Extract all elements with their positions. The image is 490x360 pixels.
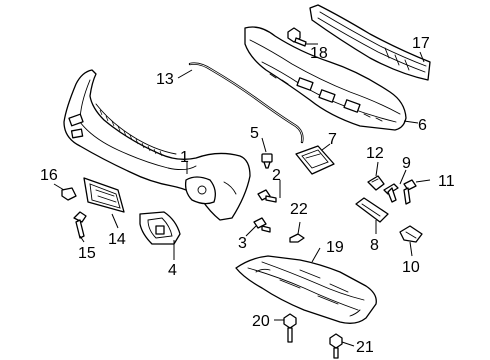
callout-22: 22 (290, 201, 308, 218)
leader-13 (177, 69, 193, 79)
part-10-bracket (399, 225, 423, 243)
callout-18: 18 (310, 45, 328, 62)
callout-11: 11 (438, 173, 455, 190)
callout-16: 16 (40, 167, 58, 184)
callout-21: 21 (356, 339, 374, 356)
leader-22 (297, 221, 301, 235)
callout-12: 12 (366, 145, 384, 162)
part-18-bolt (287, 27, 307, 47)
leader-19 (311, 247, 321, 263)
leader-5 (261, 137, 267, 153)
part-21-bolt (329, 333, 343, 359)
part-9-bolt (383, 183, 399, 203)
part-3-screw (253, 217, 271, 233)
callout-7: 7 (328, 131, 337, 148)
callout-6: 6 (418, 117, 427, 134)
callout-8: 8 (370, 237, 379, 254)
part-5-push-pin (261, 153, 273, 169)
part-16-clip (61, 187, 77, 201)
leader-6 (403, 120, 419, 124)
part-8-bracket (355, 197, 389, 223)
callout-19: 19 (326, 239, 344, 256)
callout-10: 10 (402, 259, 420, 276)
part-11-bolt (403, 179, 417, 205)
leader-16 (53, 183, 65, 191)
callout-17: 17 (412, 35, 430, 52)
callout-5: 5 (250, 125, 259, 142)
part-7-bracket (295, 145, 335, 175)
leader-7 (321, 143, 331, 151)
part-12-clip (367, 175, 385, 191)
callout-13: 13 (156, 71, 174, 88)
part-14-license-bracket (83, 177, 125, 213)
leader-3 (245, 225, 257, 237)
part-4-fog-bezel (139, 211, 181, 245)
part-19-splash-shield (235, 255, 377, 324)
leader-10 (409, 241, 413, 257)
part-15-bolt (73, 211, 87, 239)
callout-1: 1 (180, 149, 189, 166)
leader-14 (111, 213, 119, 229)
part-1-bumper-cover (63, 69, 251, 221)
callout-20: 20 (252, 313, 270, 330)
leader-17 (419, 51, 425, 63)
callout-15: 15 (78, 245, 96, 262)
leader-lines (53, 43, 431, 347)
leader-11 (415, 179, 431, 183)
callout-3: 3 (238, 235, 247, 252)
leader-12 (375, 161, 379, 177)
leader-9 (399, 169, 407, 185)
callout-4: 4 (168, 262, 177, 279)
callout-labels: 1 2 3 4 5 6 7 8 9 10 11 12 13 14 15 16 1… (40, 35, 455, 356)
leader-15 (79, 235, 85, 243)
part-22-clip (289, 233, 305, 243)
part-17-reinforcement-bar (309, 4, 431, 81)
part-13-strip (188, 62, 304, 144)
callout-9: 9 (402, 155, 411, 172)
callout-14: 14 (108, 231, 126, 248)
leader-21 (341, 341, 355, 347)
callout-2: 2 (272, 167, 281, 184)
part-20-bolt (283, 313, 297, 343)
part-2-bolt (257, 189, 277, 203)
part-6-energy-absorber (244, 26, 407, 131)
